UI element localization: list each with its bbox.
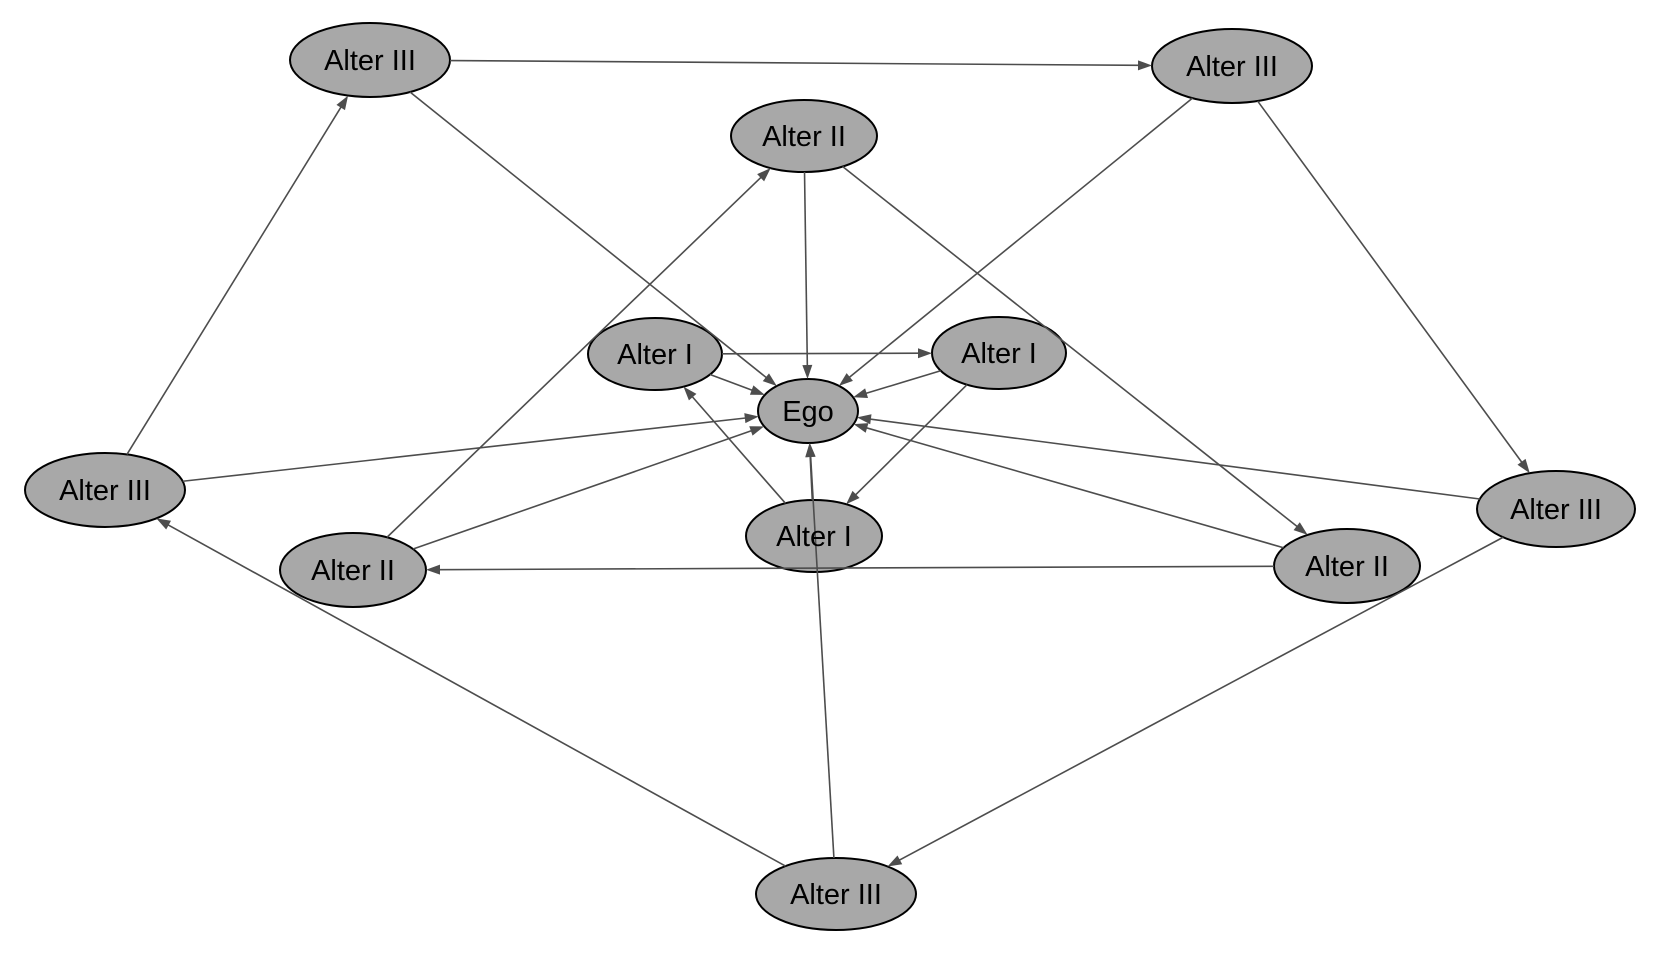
graph-edge-alter2-right-to-alter2-left — [437, 565, 1275, 571]
graph-edge-alter1-bottom-to-alter1-left — [690, 395, 787, 504]
arrowhead-icon — [757, 168, 771, 182]
graph-edge-alter3-bottom-to-ego — [809, 454, 835, 859]
graph-node-alter1-bottom — [745, 499, 883, 573]
graph-edge-alter3-topleft-to-alter3-topright — [449, 59, 1141, 67]
graph-node-ego — [757, 378, 859, 444]
arrowhead-icon — [846, 490, 860, 505]
graph-edge-alter3-bottom-to-alter3-left — [166, 523, 786, 867]
arrowhead-icon — [838, 373, 853, 386]
graph-edge-alter1-right-to-alter1-bottom — [854, 384, 968, 497]
graph-node-alter3-topright — [1151, 28, 1313, 104]
graph-edge-alter3-left-to-ego — [182, 417, 747, 483]
graph-node-alter1-left — [587, 317, 723, 391]
graph-node-alter3-topleft — [289, 22, 451, 98]
graph-node-alter2-right — [1273, 528, 1421, 604]
arrowhead-icon — [1137, 60, 1153, 71]
graph-edge-alter3-topright-to-alter3-right — [1256, 100, 1524, 464]
arrowhead-icon — [156, 518, 172, 530]
arrowhead-icon — [856, 414, 872, 425]
arrowhead-icon — [802, 364, 813, 380]
graph-edge-alter2-top-to-alter2-right — [842, 165, 1299, 529]
arrowhead-icon — [749, 426, 765, 436]
graph-edge-alter2-left-to-alter2-top — [386, 175, 763, 538]
graph-edge-alter2-top-to-ego — [803, 171, 809, 368]
arrowhead-icon — [853, 423, 869, 433]
graph-node-alter3-bottom — [755, 857, 917, 931]
graph-edge-alter1-left-to-alter1-right — [721, 352, 921, 355]
arrowhead-icon — [336, 95, 349, 111]
graph-edge-alter3-right-to-alter3-bottom — [897, 536, 1504, 862]
graph-node-alter3-left — [24, 452, 186, 528]
graph-edge-alter1-left-to-ego — [709, 373, 754, 392]
graph-edge-alter1-right-to-ego — [864, 369, 941, 395]
graph-edge-alter3-right-to-ego — [868, 418, 1480, 500]
graph-edge-alter2-right-to-ego — [864, 426, 1284, 549]
arrowhead-icon — [887, 855, 903, 867]
arrowhead-icon — [853, 388, 869, 398]
arrowhead-icon — [762, 373, 777, 386]
graph-edge-alter3-topright-to-ego — [847, 97, 1193, 379]
graph-node-alter1-right — [931, 316, 1067, 390]
arrowhead-icon — [1293, 522, 1308, 535]
graph-edge-alter2-left-to-ego — [412, 429, 754, 550]
graph-node-alter2-top — [730, 99, 878, 173]
arrowhead-icon — [744, 413, 759, 424]
arrowhead-icon — [1517, 458, 1530, 474]
arrowhead-icon — [749, 385, 765, 395]
arrowhead-icon — [917, 348, 933, 359]
graph-edge-alter3-topleft-to-ego — [409, 91, 768, 380]
arrowhead-icon — [425, 564, 441, 575]
arrowhead-icon — [683, 386, 697, 401]
arrowhead-icon — [805, 442, 816, 458]
graph-node-alter2-left — [279, 532, 427, 608]
graph-edge-alter3-left-to-alter3-topleft — [126, 105, 343, 455]
graph-node-alter3-right — [1476, 470, 1636, 548]
